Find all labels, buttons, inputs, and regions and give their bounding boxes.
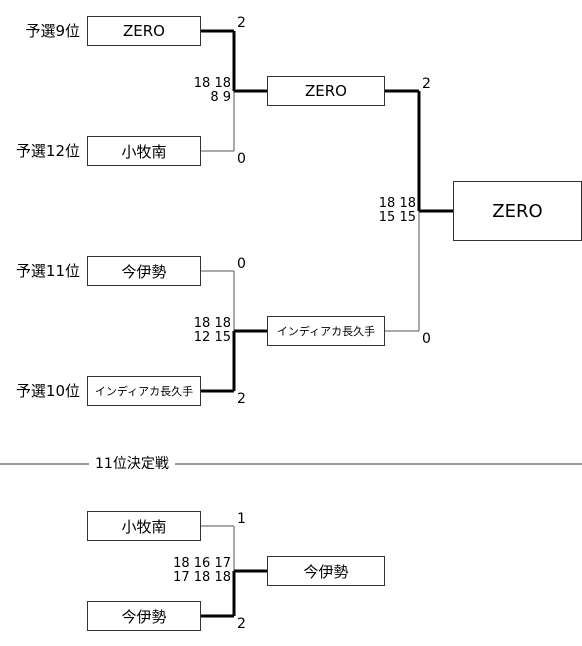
seed-label-9: 予選9位 xyxy=(25,22,80,40)
winner-box-match2: インディアカ長久手 xyxy=(267,316,385,346)
team-name: ZERO xyxy=(123,22,165,40)
match2-score-top: 0 xyxy=(237,256,246,272)
team-name: ZERO xyxy=(305,82,347,100)
match2-set-scores-line1: 18 18 xyxy=(193,316,231,331)
playoff-title: 11位決定戦 xyxy=(89,456,175,472)
final-score-top: 2 xyxy=(422,76,431,92)
team-box-indiaca-nagakute: インディアカ長久手 xyxy=(87,376,201,406)
team-name: 小牧南 xyxy=(121,142,167,161)
playoff-set-scores-line1: 18 16 17 xyxy=(173,556,231,571)
team-name: 今伊勢 xyxy=(303,562,349,581)
match1-score-bottom: 0 xyxy=(237,151,246,167)
seed-label-11: 予選11位 xyxy=(15,262,80,280)
final-set-scores-line2: 15 15 xyxy=(378,210,416,225)
seed-label-12: 予選12位 xyxy=(15,142,80,160)
playoff-score-bottom: 2 xyxy=(237,616,246,632)
team-box-zero: ZERO xyxy=(87,16,201,46)
match2-score-bottom: 2 xyxy=(237,391,246,407)
match1-score-top: 2 xyxy=(237,15,246,31)
champion-name: ZERO xyxy=(492,200,543,222)
winner-box-match1: ZERO xyxy=(267,76,385,106)
playoff-score-top: 1 xyxy=(237,511,246,527)
final-score-bottom: 0 xyxy=(422,331,431,347)
champion-box: ZERO xyxy=(453,181,582,241)
team-box-imaise: 今伊勢 xyxy=(87,256,201,286)
match1-set-scores-line1: 18 18 xyxy=(193,76,231,91)
final-set-scores-line1: 18 18 xyxy=(378,196,416,211)
team-box-komakiminami: 小牧南 xyxy=(87,136,201,166)
match2-set-scores-line2: 12 15 xyxy=(193,330,231,345)
team-name: インディアカ長久手 xyxy=(276,325,376,338)
team-name: インディアカ長久手 xyxy=(94,385,194,398)
playoff-team-box-bottom: 今伊勢 xyxy=(87,601,201,631)
match1-set-scores-line2: 8 9 xyxy=(210,90,231,105)
playoff-winner-box: 今伊勢 xyxy=(267,556,385,586)
playoff-team-box-top: 小牧南 xyxy=(87,511,201,541)
playoff-set-scores-line2: 17 18 18 xyxy=(173,570,231,585)
team-name: 小牧南 xyxy=(121,517,167,536)
team-name: 今伊勢 xyxy=(121,607,167,626)
seed-label-10: 予選10位 xyxy=(15,382,80,400)
team-name: 今伊勢 xyxy=(121,262,167,281)
